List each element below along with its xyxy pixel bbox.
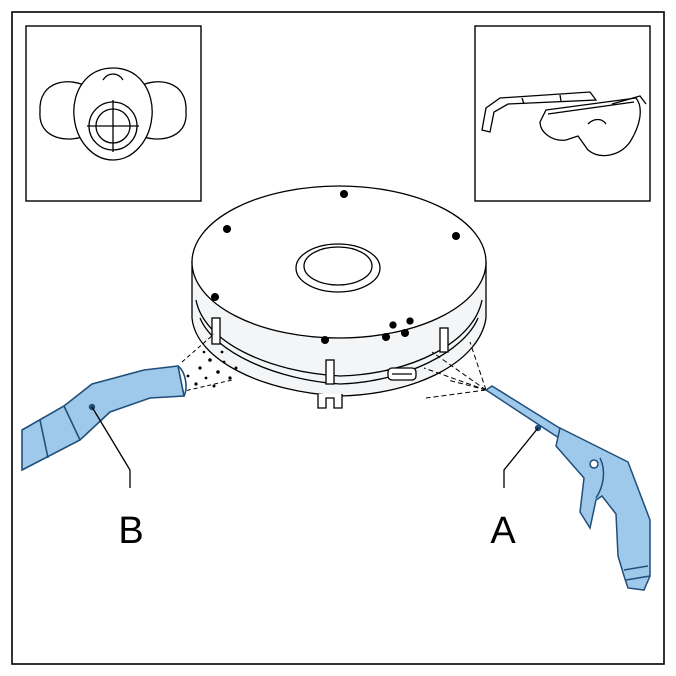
safety-glasses-icon [481, 91, 647, 157]
callout-leaders [91, 406, 539, 488]
dust-mask-panel [25, 25, 202, 202]
dust-mask-icon [39, 67, 187, 161]
callout-label-b: B [118, 510, 143, 552]
air-jet-lines [423, 341, 487, 399]
safety-glasses-panel [474, 25, 651, 202]
suction-lines [179, 333, 233, 393]
dust-particles [186, 350, 238, 388]
round-base-plate [191, 185, 487, 409]
callout-label-a: A [490, 510, 516, 552]
air-blow-gun-icon [484, 385, 651, 591]
